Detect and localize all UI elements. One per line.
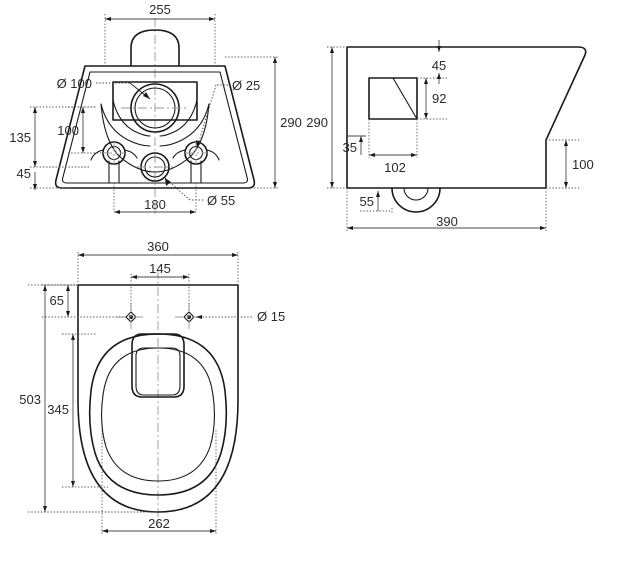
front-arrow-180-right (190, 210, 196, 214)
front-top-dome (130, 29, 180, 67)
side-arrow-45-up (437, 73, 441, 79)
front-arrow-290-bottom (273, 182, 277, 188)
front-dim-dia55-label: Ø 55 (207, 193, 235, 208)
front-inner-pocket (112, 81, 198, 121)
side-arrow-100-top (564, 140, 568, 146)
plan-arrow-145-right (183, 275, 189, 279)
plan-arrow-65-bottom (66, 311, 70, 317)
plan-dim-145-label: 145 (149, 261, 171, 276)
plan-arrow-262-right (210, 529, 216, 533)
front-arrow-255-left (105, 17, 111, 21)
front-arrow-290-top (273, 57, 277, 63)
side-arrow-35-top (359, 136, 363, 142)
plan-center-tongue-inner (135, 347, 181, 396)
side-dim-100-label: 100 (572, 157, 594, 172)
plan-arrow-360-right (232, 253, 238, 257)
front-left-lobe-outer (100, 103, 151, 147)
front-dim-100-label: 100 (57, 123, 79, 138)
front-left-fixing-web (90, 149, 138, 161)
front-arrow-dia100 (143, 92, 150, 99)
side-arrow-390-right (540, 226, 546, 230)
front-left-lobe (112, 99, 151, 137)
front-dim-45-label: 45 (17, 166, 31, 181)
plan-bowl-inner-ring (100, 347, 216, 482)
side-dim-102-label: 102 (384, 160, 406, 175)
side-outlet-spigot-inner (403, 187, 429, 201)
front-arrow-dia25 (196, 140, 201, 148)
front-arrow-180-left (114, 210, 120, 214)
front-dim-255-label: 255 (149, 2, 171, 17)
plan-dim-262-label: 262 (148, 516, 170, 531)
side-dim-92-label: 92 (432, 91, 446, 106)
plan-center-tongue-outer (131, 333, 185, 398)
plan-arrow-65-top (66, 285, 70, 291)
plan-dim-503-label: 503 (19, 392, 41, 407)
side-dim-390-label: 390 (436, 214, 458, 229)
side-arrow-45-down (437, 46, 441, 52)
plan-arrow-262-left (102, 529, 108, 533)
plan-arrow-360-left (78, 253, 84, 257)
side-arrow-55-top (376, 191, 380, 197)
plan-fixing-hole-left (117, 303, 145, 331)
front-leader-dia25-angled (196, 84, 217, 149)
plan-dim-360-label: 360 (147, 239, 169, 254)
side-dim-55-label: 55 (360, 194, 374, 209)
front-right-fixing-slot (190, 160, 202, 184)
front-arrow-45-bottom (33, 184, 37, 190)
front-dim-dia100-label: Ø 100 (57, 76, 92, 91)
plan-outer-outline (77, 284, 239, 513)
side-elevation-view: 45 92 290 35 102 100 (306, 40, 594, 232)
front-arrow-100-bottom (81, 147, 85, 153)
front-right-lobe (159, 99, 198, 137)
plan-arrow-503-top (43, 285, 47, 291)
side-body-outline (346, 46, 587, 189)
front-dim-135-label: 135 (9, 130, 31, 145)
front-leader-dia55-angled (164, 177, 191, 201)
side-outlet-spigot (391, 187, 441, 213)
plan-arrow-dia15 (196, 315, 202, 319)
front-left-fixing-slot (108, 160, 120, 184)
plan-arrow-145-left (131, 275, 137, 279)
side-arrow-102-right (411, 153, 417, 157)
side-arrow-390-left (347, 226, 353, 230)
front-right-lobe-outer (159, 103, 210, 147)
side-dim-45-label: 45 (432, 58, 446, 73)
side-recess-diagonal (392, 77, 418, 120)
front-arrow-255-right (209, 17, 215, 21)
front-body-inner-rim (61, 71, 249, 184)
plan-arrow-345-bottom (71, 481, 75, 487)
side-arrow-102-left (369, 153, 375, 157)
side-arrow-92-top (424, 78, 428, 84)
plan-dim-345-label: 345 (47, 402, 69, 417)
front-arrow-dia55 (165, 178, 171, 186)
side-arrow-290-bottom (330, 182, 334, 188)
side-arrow-290-top (330, 47, 334, 53)
front-arrow-135-bottom (33, 161, 37, 167)
front-arrow-135-top (33, 107, 37, 113)
plan-dim-dia15-label: Ø 15 (257, 309, 285, 324)
side-recess-rect (368, 77, 418, 120)
plan-bowl-outer-ring (88, 333, 228, 496)
front-right-fixing-web (172, 149, 220, 161)
plan-arrow-345-top (71, 334, 75, 340)
front-dim-290-label: 290 (280, 115, 302, 130)
side-arrow-100-bottom (564, 182, 568, 188)
side-dim-35-label: 35 (343, 140, 357, 155)
side-dim-290-label: 290 (306, 115, 328, 130)
front-elevation-view: 255 290 Ø 100 Ø 25 Ø 55 135 (9, 2, 302, 215)
side-arrow-92-bottom (424, 113, 428, 119)
plan-view: 360 145 Ø 15 65 503 345 (19, 239, 285, 535)
front-arrow-100-top (81, 107, 85, 113)
front-dim-dia25-label: Ø 25 (232, 78, 260, 93)
front-dim-180-label: 180 (144, 197, 166, 212)
plan-arrow-503-bottom (43, 506, 47, 512)
front-body-outline (54, 65, 256, 189)
plan-dim-65-label: 65 (50, 293, 64, 308)
